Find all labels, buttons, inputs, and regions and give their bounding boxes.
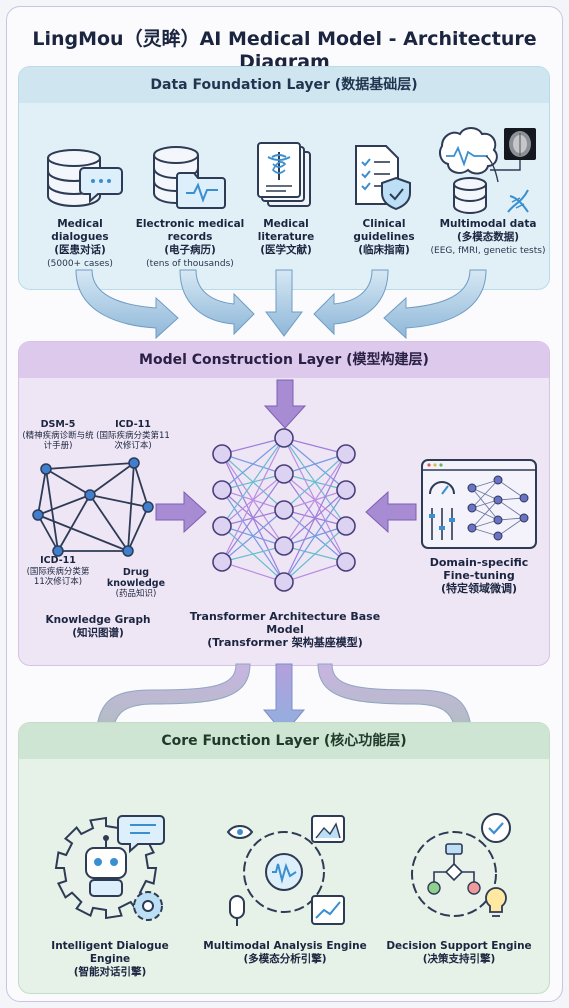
kg-node-name: ICD-11 [115, 419, 151, 430]
data-item-name: Medical dialogues [51, 218, 109, 243]
model-input-arrow [263, 379, 307, 429]
kg-node-name: Drug knowledge [106, 567, 166, 589]
kg-caption: Knowledge Graph [45, 614, 151, 626]
kg-node-zh: (国际疾病分类第11次修订本) [26, 566, 90, 588]
data-item-clinical-guidelines: Clinical guidelines (临床指南) [334, 218, 434, 257]
data-item-name: Clinical guidelines [353, 218, 415, 243]
decision-gear-icon [411, 813, 511, 917]
engine-zh: (决策支持引擎) [422, 953, 496, 965]
data-layer-heading: Data Foundation Layer (数据基础层) [19, 67, 549, 103]
data-item-detail: (EEG, fMRI, genetic tests) [430, 246, 546, 256]
data-item-name: Medical literature [257, 218, 315, 243]
kg-node-icd11-top: ICD-11 (国际疾病分类第11次修订本) [96, 419, 170, 452]
kg-node-zh: (国际疾病分类第11次修订本) [96, 430, 170, 452]
data-to-model-arrows [75, 269, 487, 340]
data-item-name: Electronic medical records [135, 218, 245, 243]
kg-node-zh: (药品知识) [115, 589, 157, 599]
data-item-multimodal-data: Multimodal data (多模态数据) (EEG, fMRI, gene… [426, 218, 550, 258]
data-item-detail: (tens of thousands) [146, 259, 234, 269]
engine-zh: (多模态分析引擎) [243, 953, 327, 965]
finetuning-caption-zh: (特定领域微调) [440, 582, 518, 595]
finetuning-caption: Domain-specific Fine-tuning (特定领域微调) [420, 556, 538, 595]
data-item-medical-literature: Medical literature (医学文献) [236, 218, 336, 257]
kg-node-icd11-bottom: ICD-11 (国际疾病分类第11次修订本) [22, 555, 94, 588]
data-item-zh: (临床指南) [358, 244, 410, 256]
multimodal-brain-icon [439, 127, 536, 215]
data-item-detail: (5000+ cases) [47, 259, 113, 269]
model-layer-heading: Model Construction Layer (模型构建层) [19, 342, 549, 378]
finetuning-dashboard-icon [421, 459, 537, 549]
knowledge-graph-network [32, 457, 154, 557]
engine-intelligent-dialogue: Intelligent Dialogue Engine (智能对话引擎) [30, 940, 190, 979]
kg-node-drug-knowledge: Drug knowledge (药品知识) [94, 567, 178, 600]
data-item-zh: (医患对话) [54, 244, 106, 256]
data-item-zh: (医学文献) [260, 244, 312, 256]
engine-decision-support: Decision Support Engine (决策支持引擎) [384, 940, 534, 966]
knowledge-graph-caption: Knowledge Graph (知识图谱) [28, 614, 168, 640]
kg-node-name: DSM-5 [40, 419, 76, 430]
engine-multimodal-analysis: Multimodal Analysis Engine (多模态分析引擎) [200, 940, 370, 966]
kg-node-dsm5: DSM-5 (精神疾病诊断与统计手册) [22, 419, 94, 452]
data-item-name: Multimodal data [439, 218, 537, 230]
data-item-zh: (多模态数据) [456, 231, 520, 243]
core-layer-heading: Core Function Layer (核心功能层) [19, 723, 549, 759]
analysis-gear-icon [226, 815, 345, 926]
data-item-electronic-medical-records: Electronic medical records (电子病历) (tens … [134, 218, 246, 271]
kg-to-model-arrow [155, 490, 207, 534]
data-item-medical-dialogues: Medical dialogues (医患对话) (5000+ cases) [28, 218, 132, 271]
database-folder-icon [153, 146, 226, 209]
kg-caption-zh: (知识图谱) [72, 627, 124, 639]
finetuning-caption-en: Domain-specific Fine-tuning [429, 556, 529, 582]
kg-node-zh: (精神疾病诊断与统计手册) [22, 430, 94, 452]
document-caduceus-icon [257, 142, 311, 207]
database-chat-icon [47, 149, 123, 208]
transformer-caption-zh: (Transformer 架构基座模型) [207, 636, 363, 649]
transformer-network-icon [212, 428, 356, 592]
data-item-zh: (电子病历) [164, 244, 216, 256]
robot-gear-icon [54, 815, 165, 921]
engine-zh: (智能对话引擎) [73, 966, 147, 978]
transformer-caption-en: Transformer Architecture Base Model [189, 610, 381, 636]
kg-node-name: ICD-11 [40, 555, 76, 566]
engine-name: Multimodal Analysis Engine [203, 940, 367, 952]
engine-name: Decision Support Engine [386, 940, 532, 952]
engine-name: Intelligent Dialogue Engine [51, 940, 169, 965]
finetune-to-model-arrow [365, 490, 417, 534]
transformer-caption: Transformer Architecture Base Model (Tra… [174, 610, 396, 649]
checklist-shield-icon [355, 145, 411, 211]
